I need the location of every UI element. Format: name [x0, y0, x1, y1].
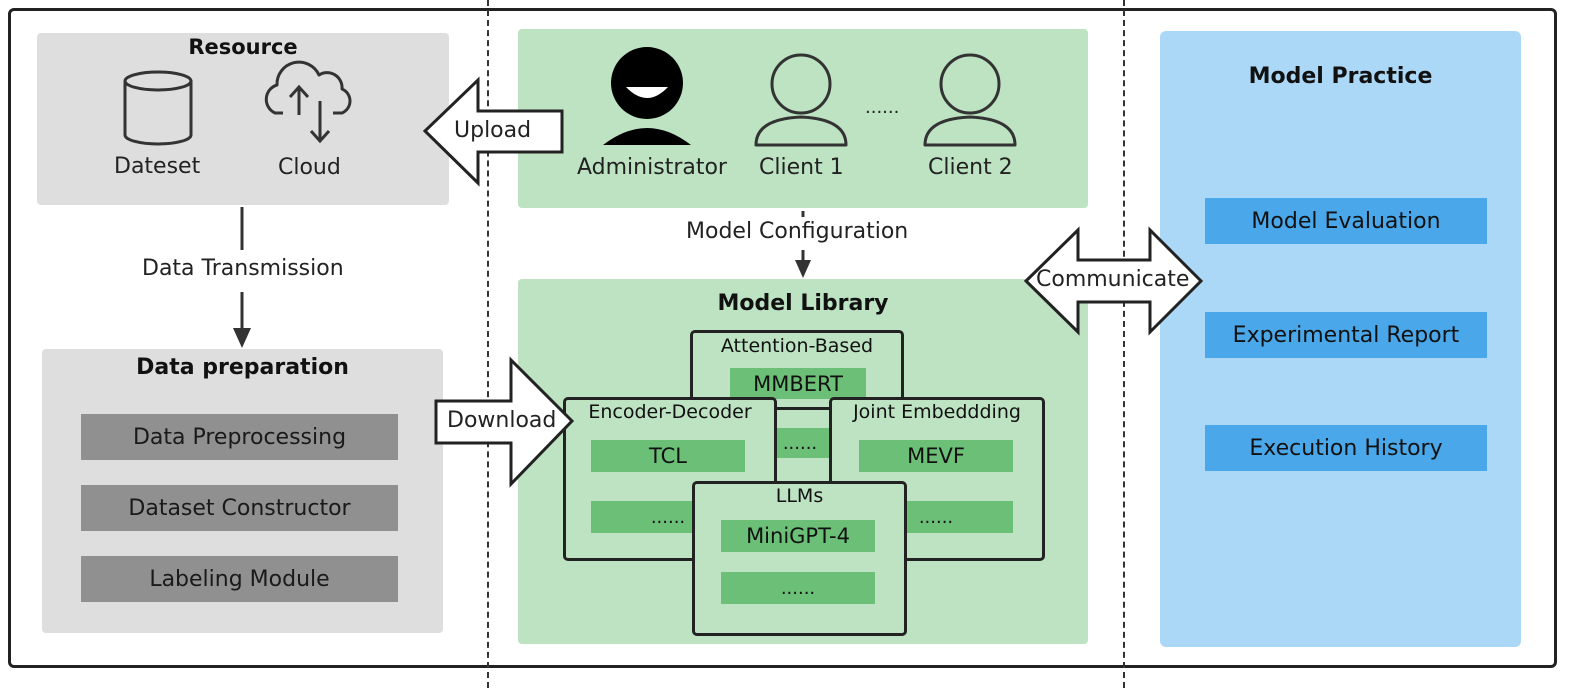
client-1-icon — [754, 53, 848, 147]
attention-based-box: Attention-Based MMBERT — [690, 330, 904, 410]
labeling-module: Labeling Module — [81, 556, 398, 602]
divider-right — [1123, 0, 1125, 688]
cloud-label: Cloud — [278, 155, 341, 180]
encoder-decoder-title: Encoder-Decoder — [588, 401, 752, 423]
resource-panel: Resource Dateset Cloud — [37, 33, 449, 205]
encoder-decoder-box: Encoder-Decoder TCL ...... — [563, 397, 777, 561]
model-configuration-label: Model Configuration — [686, 219, 909, 244]
tcl-model: TCL — [591, 440, 745, 472]
communicate-arrow — [1023, 226, 1204, 336]
llms-title: LLMs — [775, 485, 824, 507]
experimental-report-button: Experimental Report — [1205, 312, 1487, 358]
dataset-label: Dateset — [114, 154, 201, 179]
dataset-constructor-module: Dataset Constructor — [81, 485, 398, 531]
download-label: Download — [447, 408, 557, 433]
minigpt4-model: MiniGPT-4 — [721, 520, 875, 552]
attention-based-title: Attention-Based — [720, 335, 874, 357]
model-library-title: Model Library — [717, 291, 889, 316]
communicate-label: Communicate — [1036, 267, 1190, 292]
cloud-upload-icon — [264, 60, 352, 144]
client-2-label: Client 2 — [928, 155, 1013, 180]
model-practice-title: Model Practice — [1248, 64, 1433, 89]
administrator-label: Administrator — [577, 155, 727, 180]
execution-history-button: Execution History — [1205, 425, 1487, 471]
users-panel: Administrator Client 1 ...... Client 2 — [518, 29, 1088, 208]
resource-title: Resource — [188, 35, 298, 59]
llms-box: LLMs MiniGPT-4 ...... — [692, 481, 907, 636]
data-preprocessing-module: Data Preprocessing — [81, 414, 398, 460]
data-transmission-label: Data Transmission — [142, 256, 344, 281]
administrator-icon — [603, 47, 691, 145]
joint-embedding-title: Joint Embeddding — [853, 401, 1021, 423]
upload-arrow — [422, 76, 564, 187]
model-evaluation-button: Model Evaluation — [1205, 198, 1487, 244]
data-transmission-arrow — [233, 207, 251, 348]
mmbert-model: MMBERT — [730, 368, 866, 399]
model-practice-panel: Model Practice Model Evaluation Experime… — [1160, 31, 1521, 647]
mevf-model: MEVF — [859, 440, 1013, 472]
outer-frame — [8, 8, 1557, 668]
divider-left — [487, 0, 489, 688]
llms-more: ...... — [721, 572, 875, 604]
client-1-label: Client 1 — [759, 155, 844, 180]
model-configuration-arrow — [795, 211, 811, 278]
data-preparation-title: Data preparation — [136, 355, 349, 380]
download-arrow — [434, 356, 575, 488]
data-preparation-panel: Data preparation Data Preprocessing Data… — [42, 349, 443, 633]
database-icon — [123, 70, 193, 146]
upload-label: Upload — [454, 118, 532, 143]
clients-ellipsis: ...... — [865, 97, 900, 118]
client-2-icon — [923, 53, 1017, 147]
center-ellipsis-bar: ...... — [770, 428, 830, 458]
